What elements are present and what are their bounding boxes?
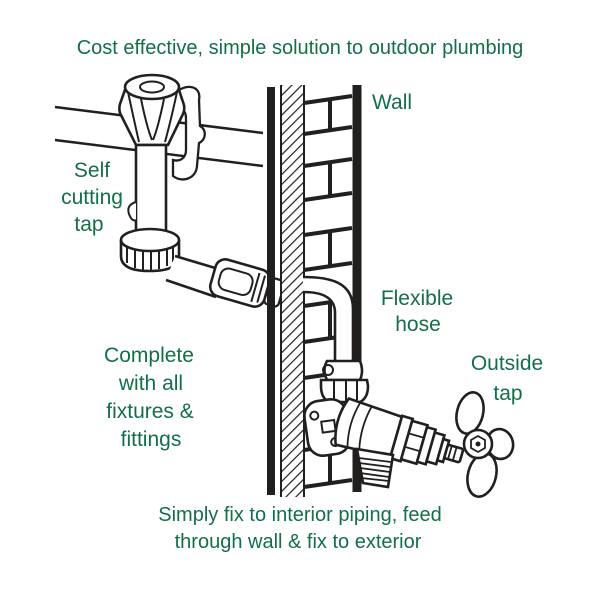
label-wall: Wall: [372, 91, 412, 114]
diagram-labels: Cost effective, simple solution to outdo…: [61, 37, 543, 553]
flexible-hose-illustration: [302, 275, 370, 404]
label-complete-line2: with all: [118, 372, 183, 395]
label-complete-line3: fixtures &: [106, 400, 194, 423]
label-self-cutting-tap-line1: Self: [74, 159, 110, 182]
caption-bottom-line2: through wall & fix to exterior: [175, 531, 422, 553]
label-complete-line1: Complete: [104, 344, 194, 367]
caption-top: Cost effective, simple solution to outdo…: [77, 37, 524, 59]
outside-tap-illustration: [303, 391, 515, 498]
label-flexible-hose-line1: Flexible: [381, 287, 453, 310]
tap-handle: [455, 391, 515, 498]
label-self-cutting-tap-line3: tap: [74, 213, 103, 236]
label-outside-tap-line2: tap: [493, 382, 522, 405]
label-outside-tap-line1: Outside: [471, 352, 543, 375]
label-complete-line4: fittings: [121, 428, 182, 451]
label-self-cutting-tap-line2: cutting: [61, 186, 123, 209]
caption-bottom-line1: Simply fix to interior piping, feed: [158, 504, 441, 526]
label-flexible-hose-line2: hose: [395, 313, 441, 336]
